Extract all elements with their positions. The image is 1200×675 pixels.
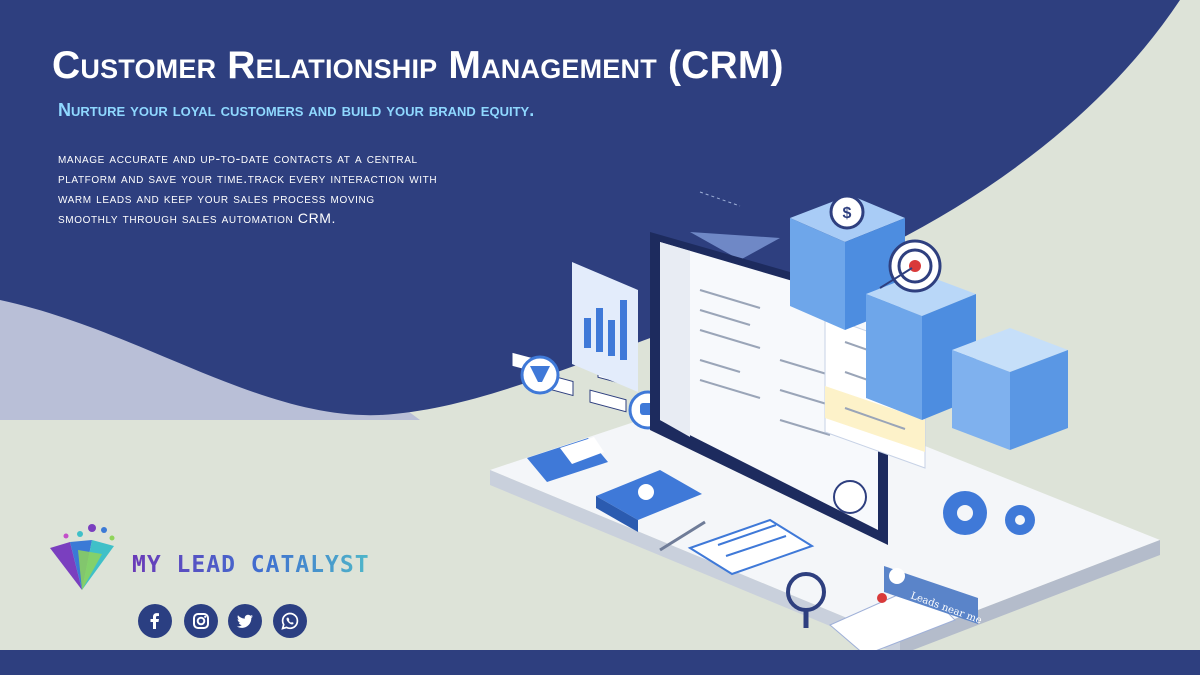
brand-logo-icon — [50, 524, 115, 590]
gears-icon — [943, 491, 1035, 535]
phone-icon — [833, 480, 867, 514]
bar-chart-card-icon — [572, 262, 638, 392]
page-title: Customer Relationship Management (CRM) — [52, 44, 784, 87]
brand-name: MY LEAD CATALYST — [132, 552, 370, 578]
plain-cube-icon — [952, 328, 1068, 450]
twitter-link[interactable] — [228, 604, 262, 638]
navy-main-shape — [0, 0, 1180, 416]
footer-bar — [0, 650, 1200, 675]
magnifier-icon — [786, 572, 826, 628]
description-text: manage accurate and up-to-date contacts … — [58, 150, 438, 226]
map-card: Leads near me — [829, 566, 983, 656]
facebook-link[interactable] — [138, 604, 172, 638]
clipboard-icon — [687, 518, 815, 576]
envelope-icon — [527, 437, 608, 482]
paper-plane-icon — [690, 232, 780, 260]
twitter-icon — [236, 614, 253, 628]
crm-illustration: $ — [490, 191, 1160, 656]
whatsapp-link[interactable] — [273, 604, 307, 638]
page-subtitle: Nurture your loyal customers and build y… — [58, 100, 535, 120]
svg-text:$: $ — [843, 205, 852, 222]
contact-card-icon — [596, 470, 702, 532]
facebook-icon — [150, 613, 159, 629]
instagram-icon — [193, 613, 209, 629]
instagram-link[interactable] — [184, 604, 218, 638]
whatsapp-icon — [281, 612, 299, 630]
